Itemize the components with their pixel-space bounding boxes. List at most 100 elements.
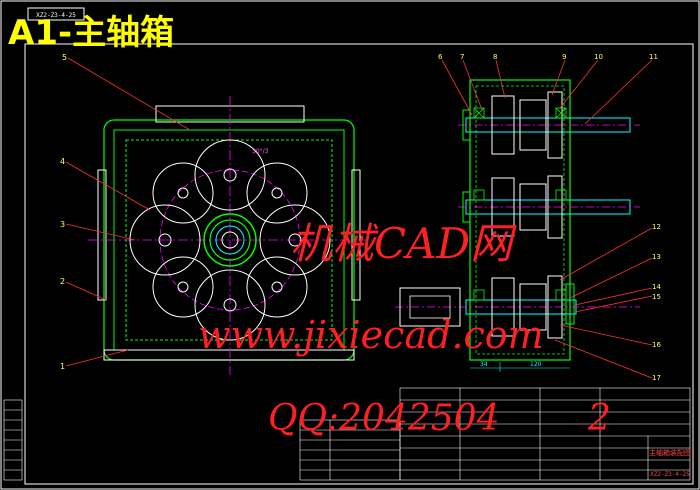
gear-left — [129, 204, 201, 276]
end-caps — [462, 109, 575, 325]
angle-label: 30°/3 — [252, 148, 269, 155]
bearing-x — [473, 107, 485, 119]
side-gear — [491, 277, 515, 337]
leader-14 — [574, 287, 653, 306]
callout-3: 3 — [60, 220, 65, 229]
callout-4: 4 — [60, 157, 65, 166]
input-flange — [399, 287, 461, 327]
corner-code: XZ2-Z3-4-25 — [36, 12, 76, 19]
callout-17: 17 — [652, 374, 661, 382]
callout-10: 10 — [594, 53, 603, 61]
leader-11 — [584, 59, 653, 125]
bearing — [555, 189, 567, 201]
drawing-code: XZ2-Z3-4-25 — [650, 471, 690, 478]
callout-5: 5 — [62, 53, 67, 62]
leader-2 — [65, 281, 107, 301]
leader-6 — [441, 59, 473, 116]
dim-left: 34 — [480, 361, 488, 368]
leader-10 — [559, 59, 599, 109]
side-gear — [547, 275, 563, 339]
hub — [271, 187, 283, 199]
callout-9: 9 — [562, 53, 566, 61]
bearing-x — [555, 107, 567, 119]
front-view: 30°/3 5 4 3 2 1 — [60, 53, 372, 375]
side-gear — [519, 283, 547, 331]
input-flange-inner — [409, 295, 451, 319]
hub — [177, 281, 189, 293]
side-callout-numbers: 6 7 8 9 10 11 12 13 14 15 16 17 — [438, 53, 661, 382]
side-gears — [491, 91, 563, 339]
gear-top-left — [152, 162, 214, 224]
bearings — [473, 107, 567, 301]
side-callout-lines — [441, 59, 653, 379]
drawing-name: 主轴箱装配图 — [649, 448, 691, 457]
side-view: 34 120 6 7 8 9 10 — [395, 53, 661, 382]
callout-1: 1 — [60, 362, 65, 371]
bearing — [473, 107, 485, 119]
side-gear — [519, 99, 547, 151]
leader-8 — [495, 59, 506, 99]
leader-1 — [65, 349, 129, 367]
side-gear — [491, 95, 515, 155]
side-gear — [491, 177, 515, 237]
leader-16 — [559, 324, 653, 346]
spindle-mid — [209, 219, 251, 261]
callout-15: 15 — [652, 293, 661, 301]
end-cap — [462, 109, 471, 141]
page-title: A1-主轴箱 — [8, 13, 174, 53]
gear-top — [194, 139, 266, 211]
bearing — [555, 289, 567, 301]
base-flange — [103, 349, 355, 361]
bearing — [473, 189, 485, 201]
hub — [288, 233, 302, 247]
inner-border — [24, 43, 694, 485]
callout-11: 11 — [649, 53, 658, 61]
corner-code-box — [27, 7, 85, 21]
gear-bottom-right — [246, 256, 308, 318]
hub — [223, 168, 237, 182]
hub — [177, 187, 189, 199]
revision-table — [3, 399, 23, 481]
bearing — [555, 107, 567, 119]
gear-hubs — [158, 168, 302, 312]
spindle-bore — [215, 225, 245, 255]
gear-right — [259, 204, 331, 276]
end-cap — [565, 283, 575, 325]
side-gear — [519, 183, 547, 231]
leader-15 — [574, 295, 653, 313]
hub — [158, 233, 172, 247]
side-cavity — [475, 85, 565, 355]
hub — [271, 281, 283, 293]
hub — [223, 298, 237, 312]
callout-6: 6 — [438, 53, 443, 61]
side-gear — [547, 91, 563, 159]
callout-12: 12 — [652, 223, 661, 231]
callout-2: 2 — [60, 277, 65, 286]
gear-bottom — [194, 269, 266, 341]
right-lug — [351, 169, 361, 301]
watermark-site: 机械CAD网 — [290, 219, 517, 268]
leader-17 — [554, 339, 653, 379]
spindle-core — [221, 231, 239, 249]
leader-9 — [551, 59, 566, 96]
leader-4 — [65, 161, 151, 211]
watermark-url: www.jixiecad.com — [198, 313, 544, 357]
leader-5 — [67, 57, 191, 131]
front-callout-numbers: 5 4 3 2 1 — [60, 53, 67, 371]
callout-7: 7 — [460, 53, 464, 61]
title-block-lines — [299, 387, 691, 481]
leader-13 — [569, 257, 653, 299]
gear-top-right — [246, 162, 308, 224]
callout-8: 8 — [493, 53, 497, 61]
callout-16: 16 — [652, 341, 661, 349]
leader-12 — [559, 227, 653, 281]
side-gear — [547, 175, 563, 239]
dim-right: 120 — [530, 361, 542, 368]
pitch-circle — [159, 169, 301, 311]
front-callout-lines — [65, 57, 191, 367]
leader-7 — [462, 59, 483, 111]
watermark-qq: QQ:2042504 — [268, 398, 500, 439]
leader-3 — [65, 223, 136, 241]
